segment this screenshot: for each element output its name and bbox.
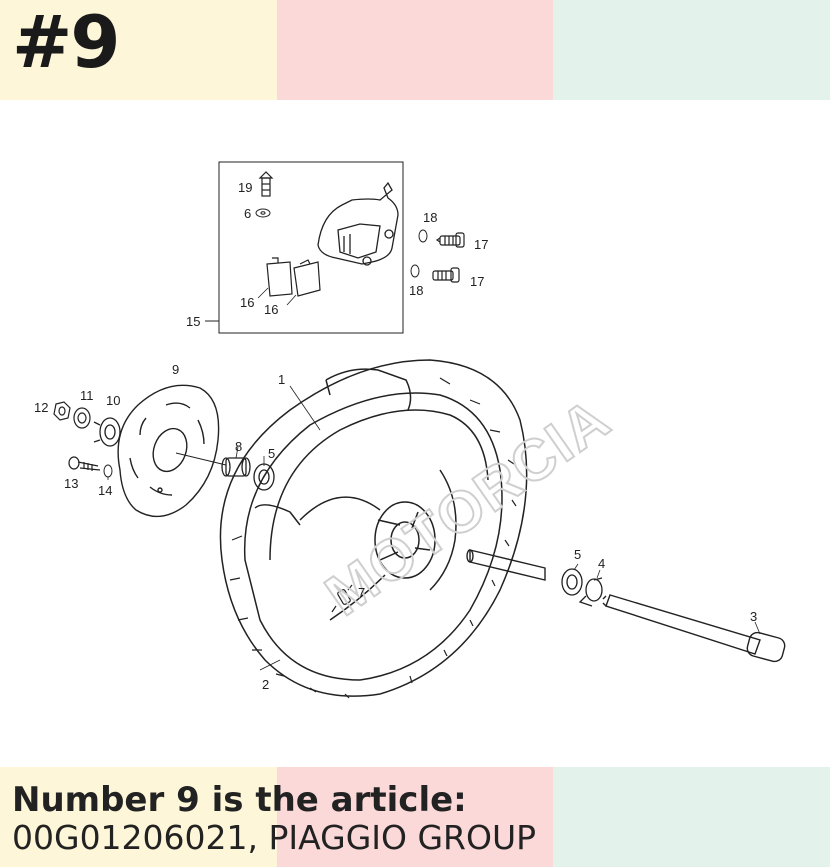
footer-band-green — [553, 767, 830, 867]
wheel-rim — [219, 359, 528, 697]
label-18-upper: 18 — [423, 210, 437, 225]
washer-6 — [255, 208, 271, 218]
label-15: 15 — [186, 314, 200, 329]
label-4: 4 — [598, 556, 605, 571]
label-12: 12 — [34, 400, 48, 415]
caliper-bolt-lower — [432, 267, 460, 283]
label-14: 14 — [98, 483, 112, 498]
label-18-lower: 18 — [409, 283, 423, 298]
footer-band-yellow — [0, 767, 277, 867]
header-band — [0, 0, 830, 100]
bearing-10 — [93, 417, 121, 447]
label-16-right: 16 — [264, 302, 278, 317]
header-band-pink — [276, 0, 554, 100]
label-13: 13 — [64, 476, 78, 491]
footer-band-pink — [276, 767, 554, 867]
wheel-exploded-diagram: MOTORCIA 19 6 18 17 17 18 16 16 15 9 1 1… — [34, 161, 786, 699]
article-caption: Number 9 is the article: — [12, 780, 467, 820]
label-16-left: 16 — [240, 295, 254, 310]
label-10: 10 — [106, 393, 120, 408]
label-17-upper: 17 — [474, 237, 488, 252]
label-5-right: 5 — [574, 547, 581, 562]
nut-12 — [53, 401, 71, 421]
label-6: 6 — [244, 206, 251, 221]
label-5-left: 5 — [268, 446, 275, 461]
washer-18-upper — [418, 229, 428, 243]
label-2: 2 — [262, 677, 269, 692]
label-3: 3 — [750, 609, 757, 624]
label-19: 19 — [238, 180, 252, 195]
tyre-tread — [229, 377, 517, 699]
caliper-bolt-upper — [435, 232, 465, 248]
tyre-valve — [331, 584, 353, 613]
brake-disc — [117, 384, 220, 518]
caliper-inset-box — [218, 161, 404, 334]
part-number-title: #9 — [12, 0, 120, 84]
label-11: 11 — [80, 388, 94, 403]
label-17-lower: 17 — [470, 274, 484, 289]
bleed-screw — [258, 171, 274, 197]
washer-14 — [103, 464, 113, 478]
brake-pads — [266, 257, 321, 297]
seal-11 — [73, 407, 91, 429]
header-band-yellow — [0, 0, 277, 100]
label-1: 1 — [278, 372, 285, 387]
article-number: 00G01206021, PIAGGIO GROUP — [12, 818, 537, 857]
label-8: 8 — [235, 439, 242, 454]
spacer-8 — [221, 457, 251, 477]
label-9: 9 — [172, 362, 179, 377]
spacer-4 — [578, 577, 603, 607]
brake-caliper — [317, 181, 399, 266]
header-band-green — [553, 0, 830, 100]
footer-band — [0, 767, 830, 867]
wheel-axle — [466, 549, 786, 663]
label-7: 7 — [358, 585, 365, 600]
washer-18-lower — [410, 264, 420, 278]
bearing-5-right — [561, 568, 583, 596]
screw-13 — [68, 456, 101, 471]
